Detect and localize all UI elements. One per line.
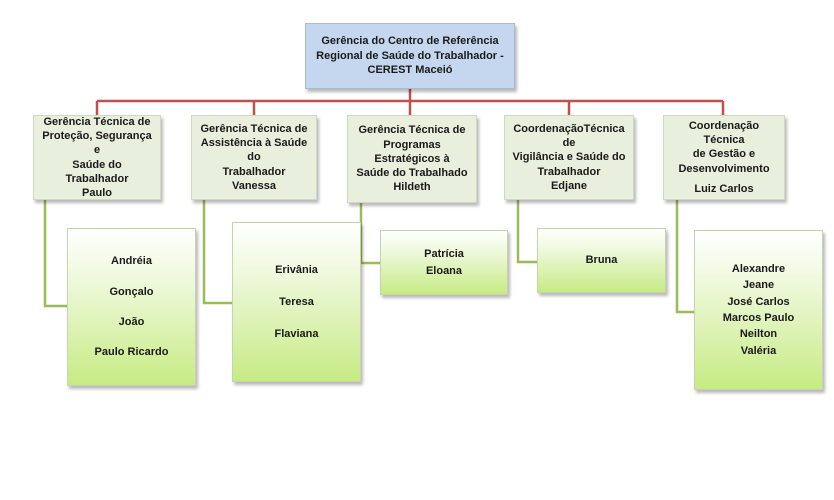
team-member: Gonçalo (109, 285, 154, 298)
team-4-connector (516, 200, 537, 264)
team-2-connector (202, 200, 232, 305)
unit-title-line: Vigilância e Saúde do (512, 151, 626, 164)
team-box-protecao: Andréia Gonçalo João Paulo Ricardo (67, 228, 196, 386)
team-member: Alexandre (731, 263, 786, 276)
team-member: João (118, 316, 145, 328)
root-title-line: Regional de Saúde do Trabalhador - (316, 49, 504, 62)
unit-head-name: Edjane (550, 179, 588, 192)
team-member: Patrícia (424, 248, 464, 261)
unit-title-line: Saúde do Trabalhador (65, 158, 129, 185)
unit-head-name: Paulo (82, 187, 112, 200)
unit-title-line: Gerência Técnica de (358, 124, 466, 137)
team-member: Andréia (111, 255, 152, 268)
root-box: Gerência do Centro de Referência Regiona… (305, 23, 515, 89)
team-member: Neilton (739, 328, 778, 341)
team-member: Valéria (740, 344, 777, 357)
team-member: Flaviana (274, 328, 319, 341)
team-member: Jeane (742, 279, 775, 292)
team-member: José Carlos (727, 295, 790, 308)
team-box-assistencia: Erivânia Teresa Flaviana (232, 222, 361, 382)
team-box-gestao: Alexandre Jeane José Carlos Marcos Paulo… (694, 230, 823, 390)
root-title-line: CEREST Maceió (367, 64, 453, 77)
unit-head-name: Vanessa (231, 179, 277, 192)
unit-head-name: Luiz Carlos (694, 182, 754, 195)
team-box-vigilancia: Bruna (537, 228, 666, 293)
team-1-connector (43, 200, 67, 308)
unit-title-line: Gerência Técnica de (200, 122, 308, 135)
unit-title-line: Trabalhador (222, 165, 286, 178)
team-3-connector (359, 200, 380, 265)
team-5-connector (675, 200, 694, 314)
team-member: Erivânia (275, 263, 318, 276)
root-title-line: Gerência do Centro de Referência (321, 34, 499, 47)
unit-title-line: Assistência à Saúde do (200, 137, 308, 164)
unit-title-line: Saúde do Trabalhado (356, 167, 468, 180)
unit-box-vigilancia: CoordenaçãoTécnica de Vigilância e Saúde… (504, 115, 634, 200)
unit-title-line: Trabalhador (537, 165, 601, 178)
unit-title-line: Desenvolvimento (678, 162, 770, 175)
team-member: Teresa (279, 295, 314, 308)
unit-box-gestao: Coordenação Técnica de Gestão e Desenvol… (663, 115, 785, 200)
team-member: Paulo Ricardo (94, 346, 169, 359)
unit-title-line: Programas Estratégicos à (374, 138, 450, 165)
unit-box-protecao: Gerência Técnica de Proteção, Segurança … (33, 115, 161, 200)
team-member: Marcos Paulo (722, 312, 795, 324)
unit-title-line: Gerência Técnica de (43, 115, 151, 128)
team-box-programas: Patrícia Eloana (380, 230, 508, 295)
unit-head-name: Hildeth (393, 181, 431, 194)
unit-title-line: Proteção, Segurança e (42, 129, 152, 157)
unit-title-line: de Gestão e (692, 148, 756, 161)
team-member: Eloana (425, 264, 463, 277)
unit-box-assistencia: Gerência Técnica de Assistência à Saúde … (191, 115, 317, 200)
team-member: Bruna (585, 254, 618, 267)
unit-title-line: Coordenação Técnica (688, 119, 760, 147)
unit-box-programas: Gerência Técnica de Programas Estratégic… (347, 115, 477, 203)
unit-title-line: CoordenaçãoTécnica de (513, 122, 625, 150)
